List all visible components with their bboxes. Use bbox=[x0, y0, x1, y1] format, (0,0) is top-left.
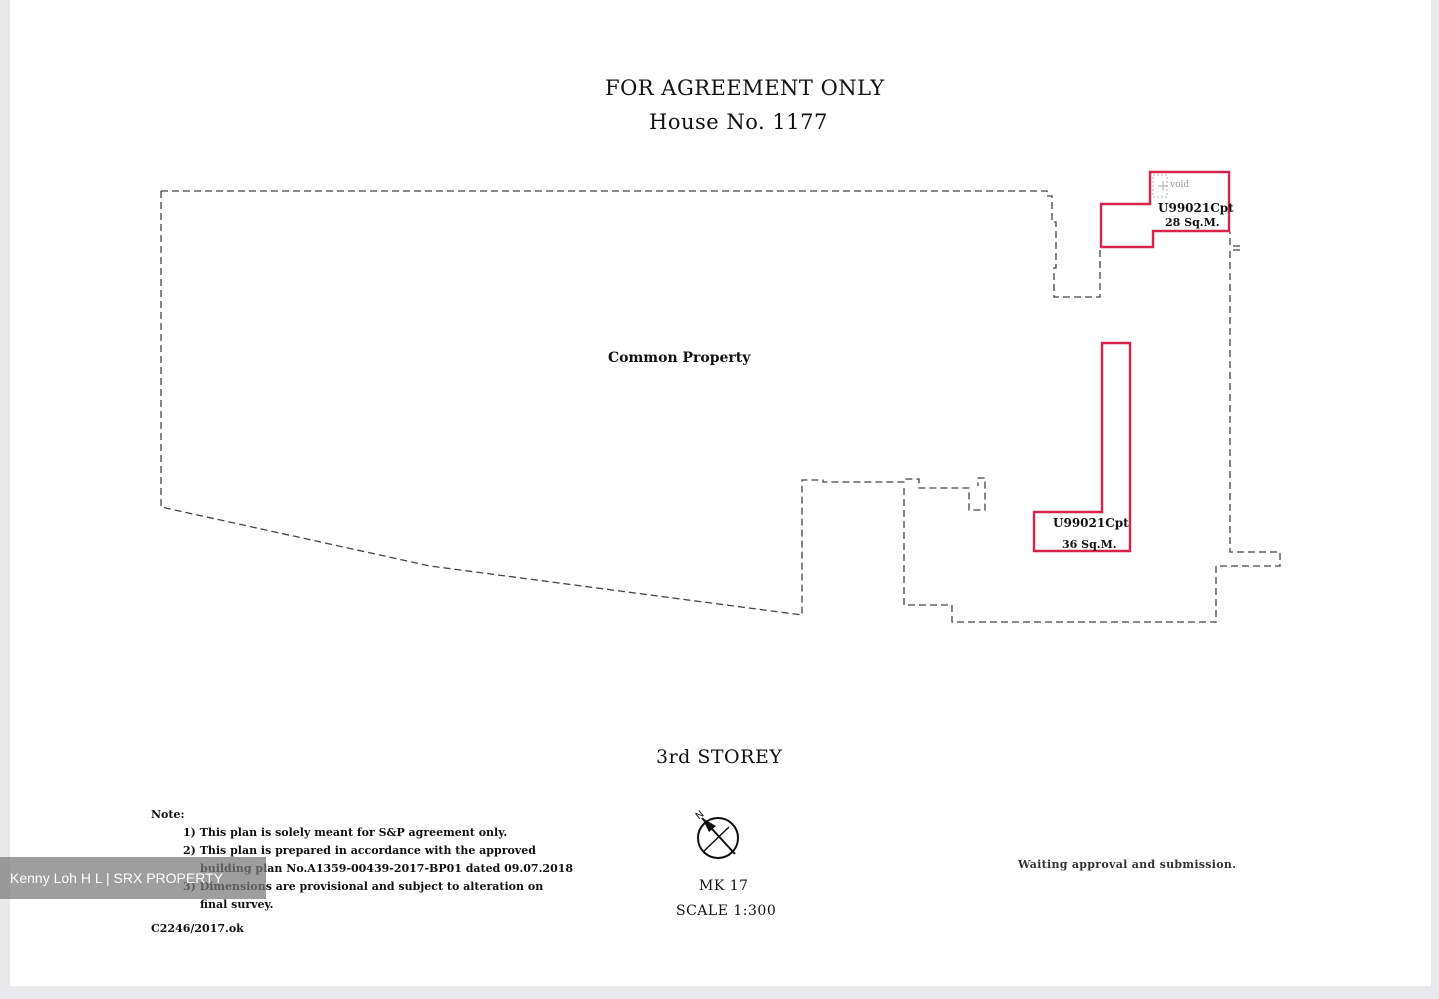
plan-reference: C2246/2017.ok bbox=[151, 922, 244, 935]
unit-28sqm-area: 28 Sq.M. bbox=[1165, 216, 1220, 229]
agent-watermark: Kenny Loh H L | SRX PROPERTY bbox=[0, 857, 266, 899]
unit-outline-36sqm bbox=[1032, 341, 1132, 553]
common-property-label: Common Property bbox=[608, 350, 751, 366]
common-property-boundary-left bbox=[160, 191, 986, 616]
storey-label: 3rd STOREY bbox=[656, 746, 783, 768]
void-label: void bbox=[1170, 180, 1190, 190]
unit-28sqm-name: U99021Cpt bbox=[1158, 201, 1234, 215]
unit-outline-28sqm bbox=[1099, 170, 1231, 249]
notes-block: Note: 1) This plan is solely meant for S… bbox=[151, 806, 573, 938]
house-number: House No. 1177 bbox=[649, 110, 828, 134]
plan-sheet bbox=[10, 0, 1431, 986]
unit-36sqm-area: 36 Sq.M. bbox=[1062, 538, 1117, 551]
common-property-boundary bbox=[161, 190, 1101, 298]
note-item-3: 3) Dimensions are provisional and subjec… bbox=[183, 880, 544, 893]
void-marker bbox=[1152, 174, 1168, 198]
north-arrow-icon: N bbox=[694, 809, 739, 859]
page-title: FOR AGREEMENT ONLY bbox=[605, 76, 885, 100]
note-item-2-cont: building plan No.A1359-00439-2017-BP01 d… bbox=[200, 862, 574, 875]
unit-36sqm-name: U99021Cpt bbox=[1053, 516, 1129, 530]
mk-label: MK 17 bbox=[699, 878, 749, 894]
note-item-3-cont: final survey. bbox=[200, 898, 274, 911]
notes-title: Note: bbox=[151, 808, 185, 821]
lower-wing-boundary bbox=[903, 232, 1281, 623]
note-item-2: 2) This plan is prepared in accordance w… bbox=[183, 844, 536, 857]
faded-approval-text: Waiting approval and submission. bbox=[1018, 858, 1237, 871]
note-item-1: 1) This plan is solely meant for S&P agr… bbox=[183, 826, 508, 839]
scale-label: SCALE 1:300 bbox=[676, 903, 777, 919]
